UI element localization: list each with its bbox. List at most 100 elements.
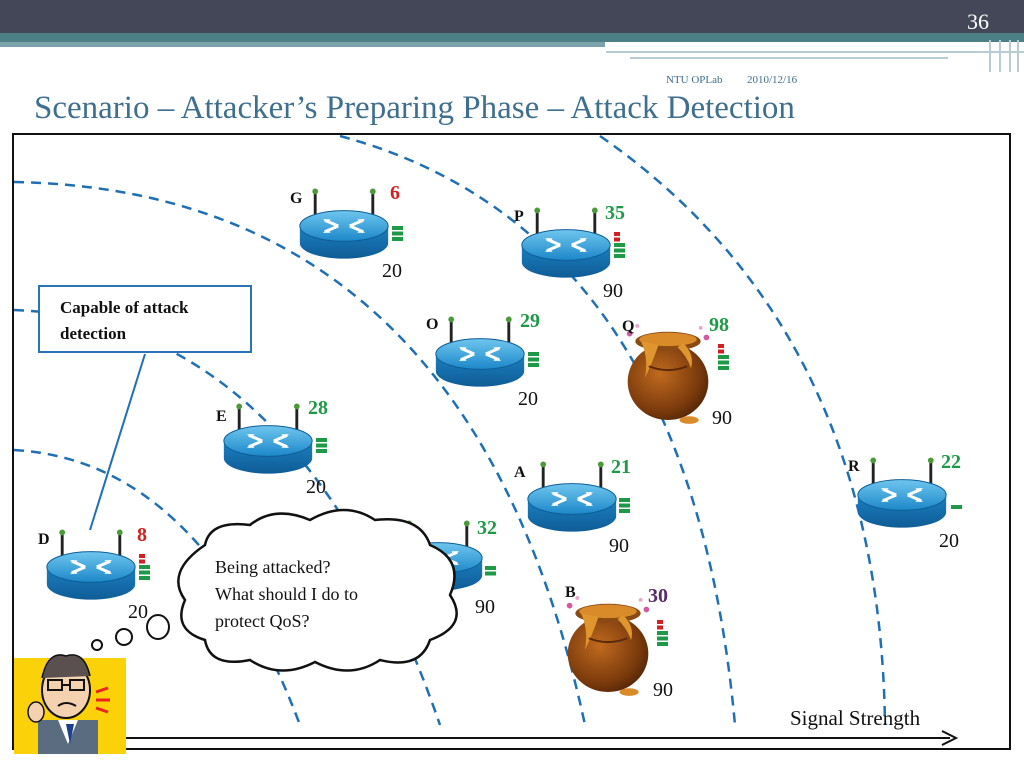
signal-level-bar [657, 631, 668, 635]
signal-ring-3 [13, 180, 587, 726]
router-icon [434, 315, 526, 389]
signal-level-bar [718, 349, 724, 354]
title-bar [0, 0, 1024, 33]
page-number: 36 [967, 9, 989, 34]
signal-level-bar [392, 237, 403, 241]
node-score-unlabeled: 32 [477, 517, 497, 539]
signal-level-bar [614, 237, 620, 242]
signal-level-bar [718, 344, 724, 348]
thought-dot [146, 614, 170, 640]
node-value-p: 90 [603, 280, 623, 302]
diagram-frame [12, 133, 1011, 750]
signal-level-bar [657, 625, 663, 630]
signal-level-bar [139, 554, 145, 558]
signal-level-bar [657, 636, 668, 641]
signal-level-bar [316, 438, 327, 442]
node-score-a: 21 [611, 456, 631, 478]
signal-ring-2 [13, 308, 442, 726]
signal-level-bar [614, 232, 620, 236]
thought-line-1: Being attacked? [215, 557, 331, 577]
signal-level-bar [657, 620, 663, 624]
node-label-p: P [514, 208, 524, 225]
node-score-b: 30 [648, 585, 668, 607]
router-icon [298, 187, 390, 261]
node-label-e: E [216, 408, 227, 425]
router-icon [856, 456, 948, 530]
attack-detection-callout: Capable of attack detection [38, 285, 252, 353]
footer-date: 2010/12/16 [747, 74, 798, 86]
footer-org: NTU OPLab [666, 74, 723, 86]
signal-level-bar [316, 449, 327, 453]
thought-line-3: protect QoS? [215, 611, 310, 631]
node-label-b: B [565, 584, 576, 601]
node-label-d: D [38, 531, 50, 548]
signal-level-bar [139, 570, 150, 575]
thought-cloud [177, 508, 458, 672]
signal-level-bar [951, 505, 962, 509]
router-icon [45, 528, 137, 602]
node-value-a: 90 [609, 535, 629, 557]
slide-title: Scenario – Attacker’s Preparing Phase – … [34, 90, 795, 126]
axis-label: Signal Strength [790, 706, 921, 730]
decorative-lines [606, 40, 1024, 72]
accent-band [0, 33, 1024, 42]
node-score-d: 8 [137, 524, 147, 546]
signal-level-bar [139, 565, 150, 569]
callout-line-2: detection [60, 324, 127, 343]
signal-level-bar [316, 443, 327, 448]
router-icon [222, 402, 314, 476]
node-score-g: 6 [390, 182, 400, 204]
node-label-r: R [848, 458, 860, 475]
node-value-e: 20 [306, 476, 326, 498]
node-label-o: O [426, 316, 439, 333]
signal-level-bar [485, 571, 496, 576]
signal-level-bar [528, 363, 539, 367]
signal-level-bar [614, 243, 625, 247]
signal-strength-axis [110, 730, 959, 746]
callout-pointer [89, 353, 146, 531]
worried-person-icon [14, 654, 126, 754]
router-icon [526, 460, 618, 534]
node-value-g: 20 [382, 260, 402, 282]
node-value-unlabeled: 90 [475, 596, 495, 618]
node-value-d: 20 [128, 601, 148, 623]
node-label-q: Q [622, 318, 635, 335]
signal-level-bar [528, 357, 539, 362]
signal-level-bar [619, 498, 630, 502]
thought-bubble-text: Being attacked? What should I do to prot… [215, 554, 415, 635]
signal-ring-5 [599, 134, 887, 726]
signal-level-bar [392, 226, 403, 230]
signal-level-bar [139, 576, 150, 580]
node-score-o: 29 [520, 310, 540, 332]
honeypot-icon [625, 323, 711, 425]
node-value-r: 20 [939, 530, 959, 552]
signal-level-bar [619, 503, 630, 508]
honeypot-icon [565, 595, 651, 697]
signal-level-bar [614, 248, 625, 253]
router-icon [520, 206, 612, 280]
signal-level-bar [619, 509, 630, 513]
thought-line-2: What should I do to [215, 584, 358, 604]
signal-level-bar [657, 642, 668, 646]
thought-dot [115, 628, 133, 646]
node-label-g: G [290, 190, 303, 207]
node-score-r: 22 [941, 451, 961, 473]
signal-level-bar [392, 231, 403, 236]
node-label-a: A [514, 464, 526, 481]
signal-level-bar [718, 366, 729, 370]
node-score-q: 98 [709, 314, 729, 336]
signal-level-bar [718, 360, 729, 365]
node-value-o: 20 [518, 388, 538, 410]
node-value-q: 90 [712, 407, 732, 429]
signal-level-bar [614, 254, 625, 258]
signal-level-bar [718, 355, 729, 359]
signal-level-bar [528, 352, 539, 356]
signal-level-bar [485, 566, 496, 570]
thought-dot [91, 639, 103, 651]
node-value-b: 90 [653, 679, 673, 701]
accent-band-light [0, 42, 605, 47]
signal-level-bar [139, 559, 145, 564]
node-score-p: 35 [605, 202, 625, 224]
node-score-e: 28 [308, 397, 328, 419]
